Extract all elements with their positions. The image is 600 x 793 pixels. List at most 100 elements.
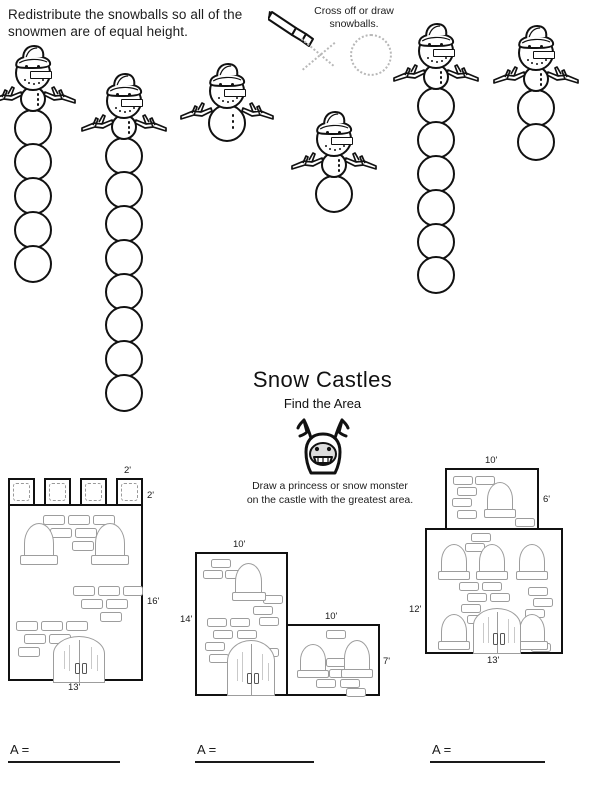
brick [230,618,250,627]
snowball[interactable] [105,205,143,243]
snowball[interactable] [417,87,455,126]
window-arch [344,640,370,670]
window-sill [437,641,471,650]
snowman-hat [106,73,142,97]
snowmen-group [0,0,600,413]
window [515,614,549,650]
snowman-button [440,71,443,74]
window-arch [479,544,505,573]
snowball[interactable] [517,123,555,162]
brick [461,604,481,613]
window [437,544,471,580]
snowman-mouth-dot [133,106,136,109]
door-handle [493,633,498,645]
window [483,482,517,518]
snowman-mouth-dot [129,109,132,112]
castle-3-label-base-left: 12' [409,604,422,615]
brick [211,559,231,568]
brick [207,618,227,627]
snowball[interactable] [417,121,455,160]
snowball[interactable] [208,104,246,143]
snowman-mouth-dot [115,106,118,109]
brick [106,599,128,609]
brick [471,533,491,542]
snowman-button [338,164,341,167]
brick [205,642,225,651]
pencil-icon [268,11,314,47]
window [20,523,58,565]
snowball[interactable] [417,155,455,193]
snowman-mouth-dot [339,147,342,150]
door-seam [79,639,81,682]
snowball[interactable] [105,272,143,311]
castle-prompt: Draw a princess or snow monster on the c… [246,480,414,506]
answer-3-line[interactable] [430,761,545,763]
snowman-eye [116,92,120,97]
snowball[interactable] [14,177,52,215]
snowball[interactable] [14,210,52,249]
snowman-neck-ball [321,152,347,179]
snowman-button [440,81,443,84]
door-grain [97,655,98,671]
snowball[interactable] [105,171,143,210]
snowman-mouth-dot [24,78,27,81]
snowman-mouth-dot [124,110,127,113]
door [473,608,521,654]
snowman-mouth-dot [236,96,239,99]
castle-1-label-bottom: 13' [68,682,81,693]
window [515,544,549,580]
brick [457,510,477,519]
snowball[interactable] [315,175,353,214]
door-grain [262,654,263,680]
snowman-right-arm [546,66,579,85]
snowball[interactable] [14,109,52,148]
snowball[interactable] [105,374,143,413]
brick [528,587,548,596]
window-sill [91,554,129,565]
snowball[interactable] [14,143,52,182]
answer-2-line[interactable] [195,761,314,763]
snowball[interactable] [517,89,555,128]
snowman-mouth-dot [329,147,332,150]
snowman-mouth-dot [536,62,539,65]
snowman-mouth-dot [222,99,225,102]
brick [73,586,95,596]
castle-1-label-right-small: 2' [147,490,155,501]
snowball[interactable] [105,238,143,277]
snowball[interactable] [417,188,455,227]
window-arch [300,644,326,671]
pencil-note: Cross off or draw snowballs. [314,5,394,30]
castle-1-label-right: 16' [147,596,160,607]
door-seam [251,644,253,695]
snowman-eye [219,82,223,87]
window-arch [24,523,54,556]
brick [490,593,510,602]
snowman-left-arm [393,64,426,83]
crenellation-inner [85,483,102,501]
snowman-button [440,76,443,79]
snowman-right-arm [241,102,274,121]
window-sill [475,571,509,580]
brick [533,598,553,607]
door-grain [242,652,243,682]
snowball[interactable] [417,256,455,295]
answer-1-line[interactable] [8,761,120,763]
snowball[interactable] [14,244,52,283]
crenellation [116,478,143,506]
snowman-carrot-nose [331,136,353,145]
brick [75,528,97,538]
castle-3-label-tower-right: 6' [543,494,551,505]
snowball[interactable] [105,306,143,345]
snowman-mouth-dot [431,59,434,62]
crenellation [80,478,107,506]
window [231,563,266,601]
snowman-button [540,73,543,76]
snowball[interactable] [417,222,455,261]
snowball[interactable] [105,340,143,379]
snowman-button [232,114,235,117]
brick [81,599,103,609]
snowman-button [37,98,40,101]
snowman-eye [428,42,432,47]
snowball[interactable] [105,137,143,176]
castle-3-label-base-bottom: 13' [487,655,500,666]
